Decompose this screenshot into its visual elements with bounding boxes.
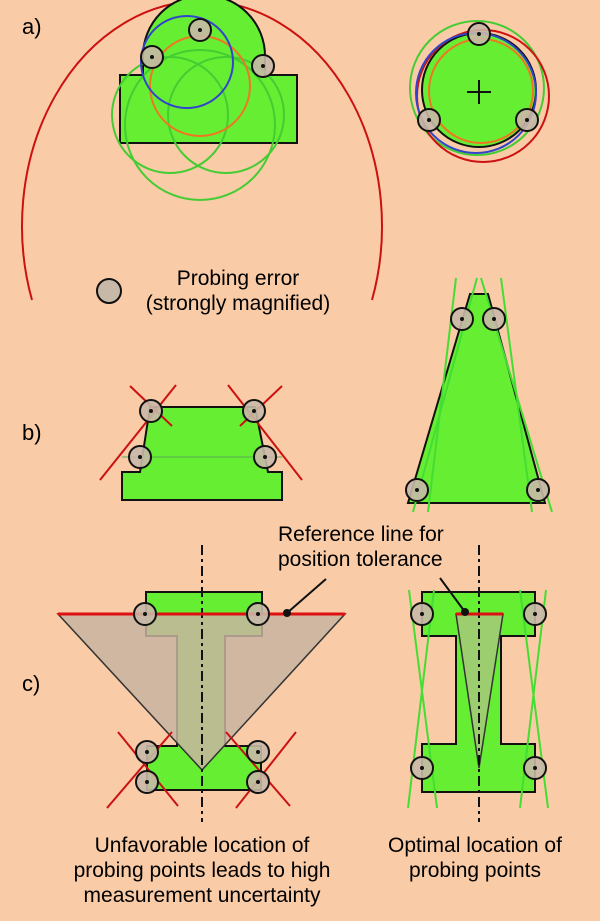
unfavorable-caption: Unfavorable location of probing points l…: [52, 833, 352, 908]
green-fit-line: [500, 277, 533, 513]
probe-point: [188, 18, 212, 42]
blue-fit-circle: [140, 15, 234, 109]
probe-point: [135, 740, 159, 764]
probe-point: [140, 45, 164, 69]
probe-point: [246, 602, 270, 626]
probe-point: [253, 445, 277, 469]
probing-error-label: Probing error (strongly magnified): [118, 266, 358, 316]
probe-point: [410, 756, 434, 780]
reference-label-line-1: Reference line for: [278, 523, 444, 546]
green-fit-circle: [409, 20, 545, 156]
panel-a-left-figure: [21, 0, 383, 301]
green-fit-circle: [167, 56, 285, 174]
probe-point: [523, 602, 547, 626]
reference-leader-dot: [461, 608, 469, 616]
probe-point: [515, 108, 539, 132]
red-fit-line: [99, 384, 177, 481]
panel-a-right-figure: [409, 20, 550, 163]
probe-point: [467, 22, 491, 46]
probe-point: [450, 307, 474, 331]
green-fit-circle: [111, 56, 229, 174]
reference-leader-dot: [283, 609, 291, 617]
probing-error-legend-symbol: [96, 278, 122, 304]
probe-point: [251, 54, 275, 78]
unfavorable-caption-line-1: Unfavorable location of: [94, 834, 310, 857]
probe-point: [410, 602, 434, 626]
red-fit-line: [117, 731, 179, 807]
reference-line-label: Reference line for position tolerance: [278, 522, 444, 572]
probe-point: [417, 108, 441, 132]
probe-point: [128, 445, 152, 469]
panel-c-left-figure: [56, 545, 347, 822]
probe-point: [246, 770, 270, 794]
red-fit-line: [225, 731, 291, 807]
red-fit-line: [106, 731, 173, 809]
optimal-caption-line-1: Optimal location of: [388, 834, 562, 857]
probing-error-line-1: Probing error: [176, 267, 300, 290]
probe-point: [526, 478, 550, 502]
probe-point: [139, 399, 163, 423]
center-cross-icon: [467, 80, 491, 104]
probing-error-line-2: (strongly magnified): [145, 292, 331, 315]
tapered-part-shape: [406, 293, 547, 504]
probe-point: [482, 307, 506, 331]
probe-point: [405, 478, 429, 502]
panel-label-b: b): [22, 420, 42, 445]
probe-point: [523, 756, 547, 780]
probe-point: [242, 399, 266, 423]
unfavorable-caption-line-3: measurement uncertainty: [83, 884, 321, 907]
unfavorable-caption-line-2: probing points leads to high: [73, 859, 331, 882]
panel-b-right-figure: [405, 277, 553, 513]
panel-c-right-figure: [407, 545, 549, 822]
probe-point: [246, 740, 270, 764]
panel-label-a: a): [22, 14, 42, 39]
reference-leader-line: [439, 577, 466, 613]
probe-point: [133, 602, 157, 626]
red-fit-line: [227, 384, 303, 481]
red-fit-line: [235, 731, 297, 809]
optimal-caption: Optimal location of probing points: [360, 833, 590, 883]
reference-label-line-2: position tolerance: [278, 548, 443, 571]
optimal-caption-line-2: probing points: [409, 859, 541, 882]
panel-b-left-figure: [99, 384, 303, 501]
probe-point: [135, 770, 159, 794]
panel-label-c: c): [22, 671, 41, 696]
green-fit-circle: [124, 49, 276, 201]
reference-leader-line: [286, 578, 327, 614]
